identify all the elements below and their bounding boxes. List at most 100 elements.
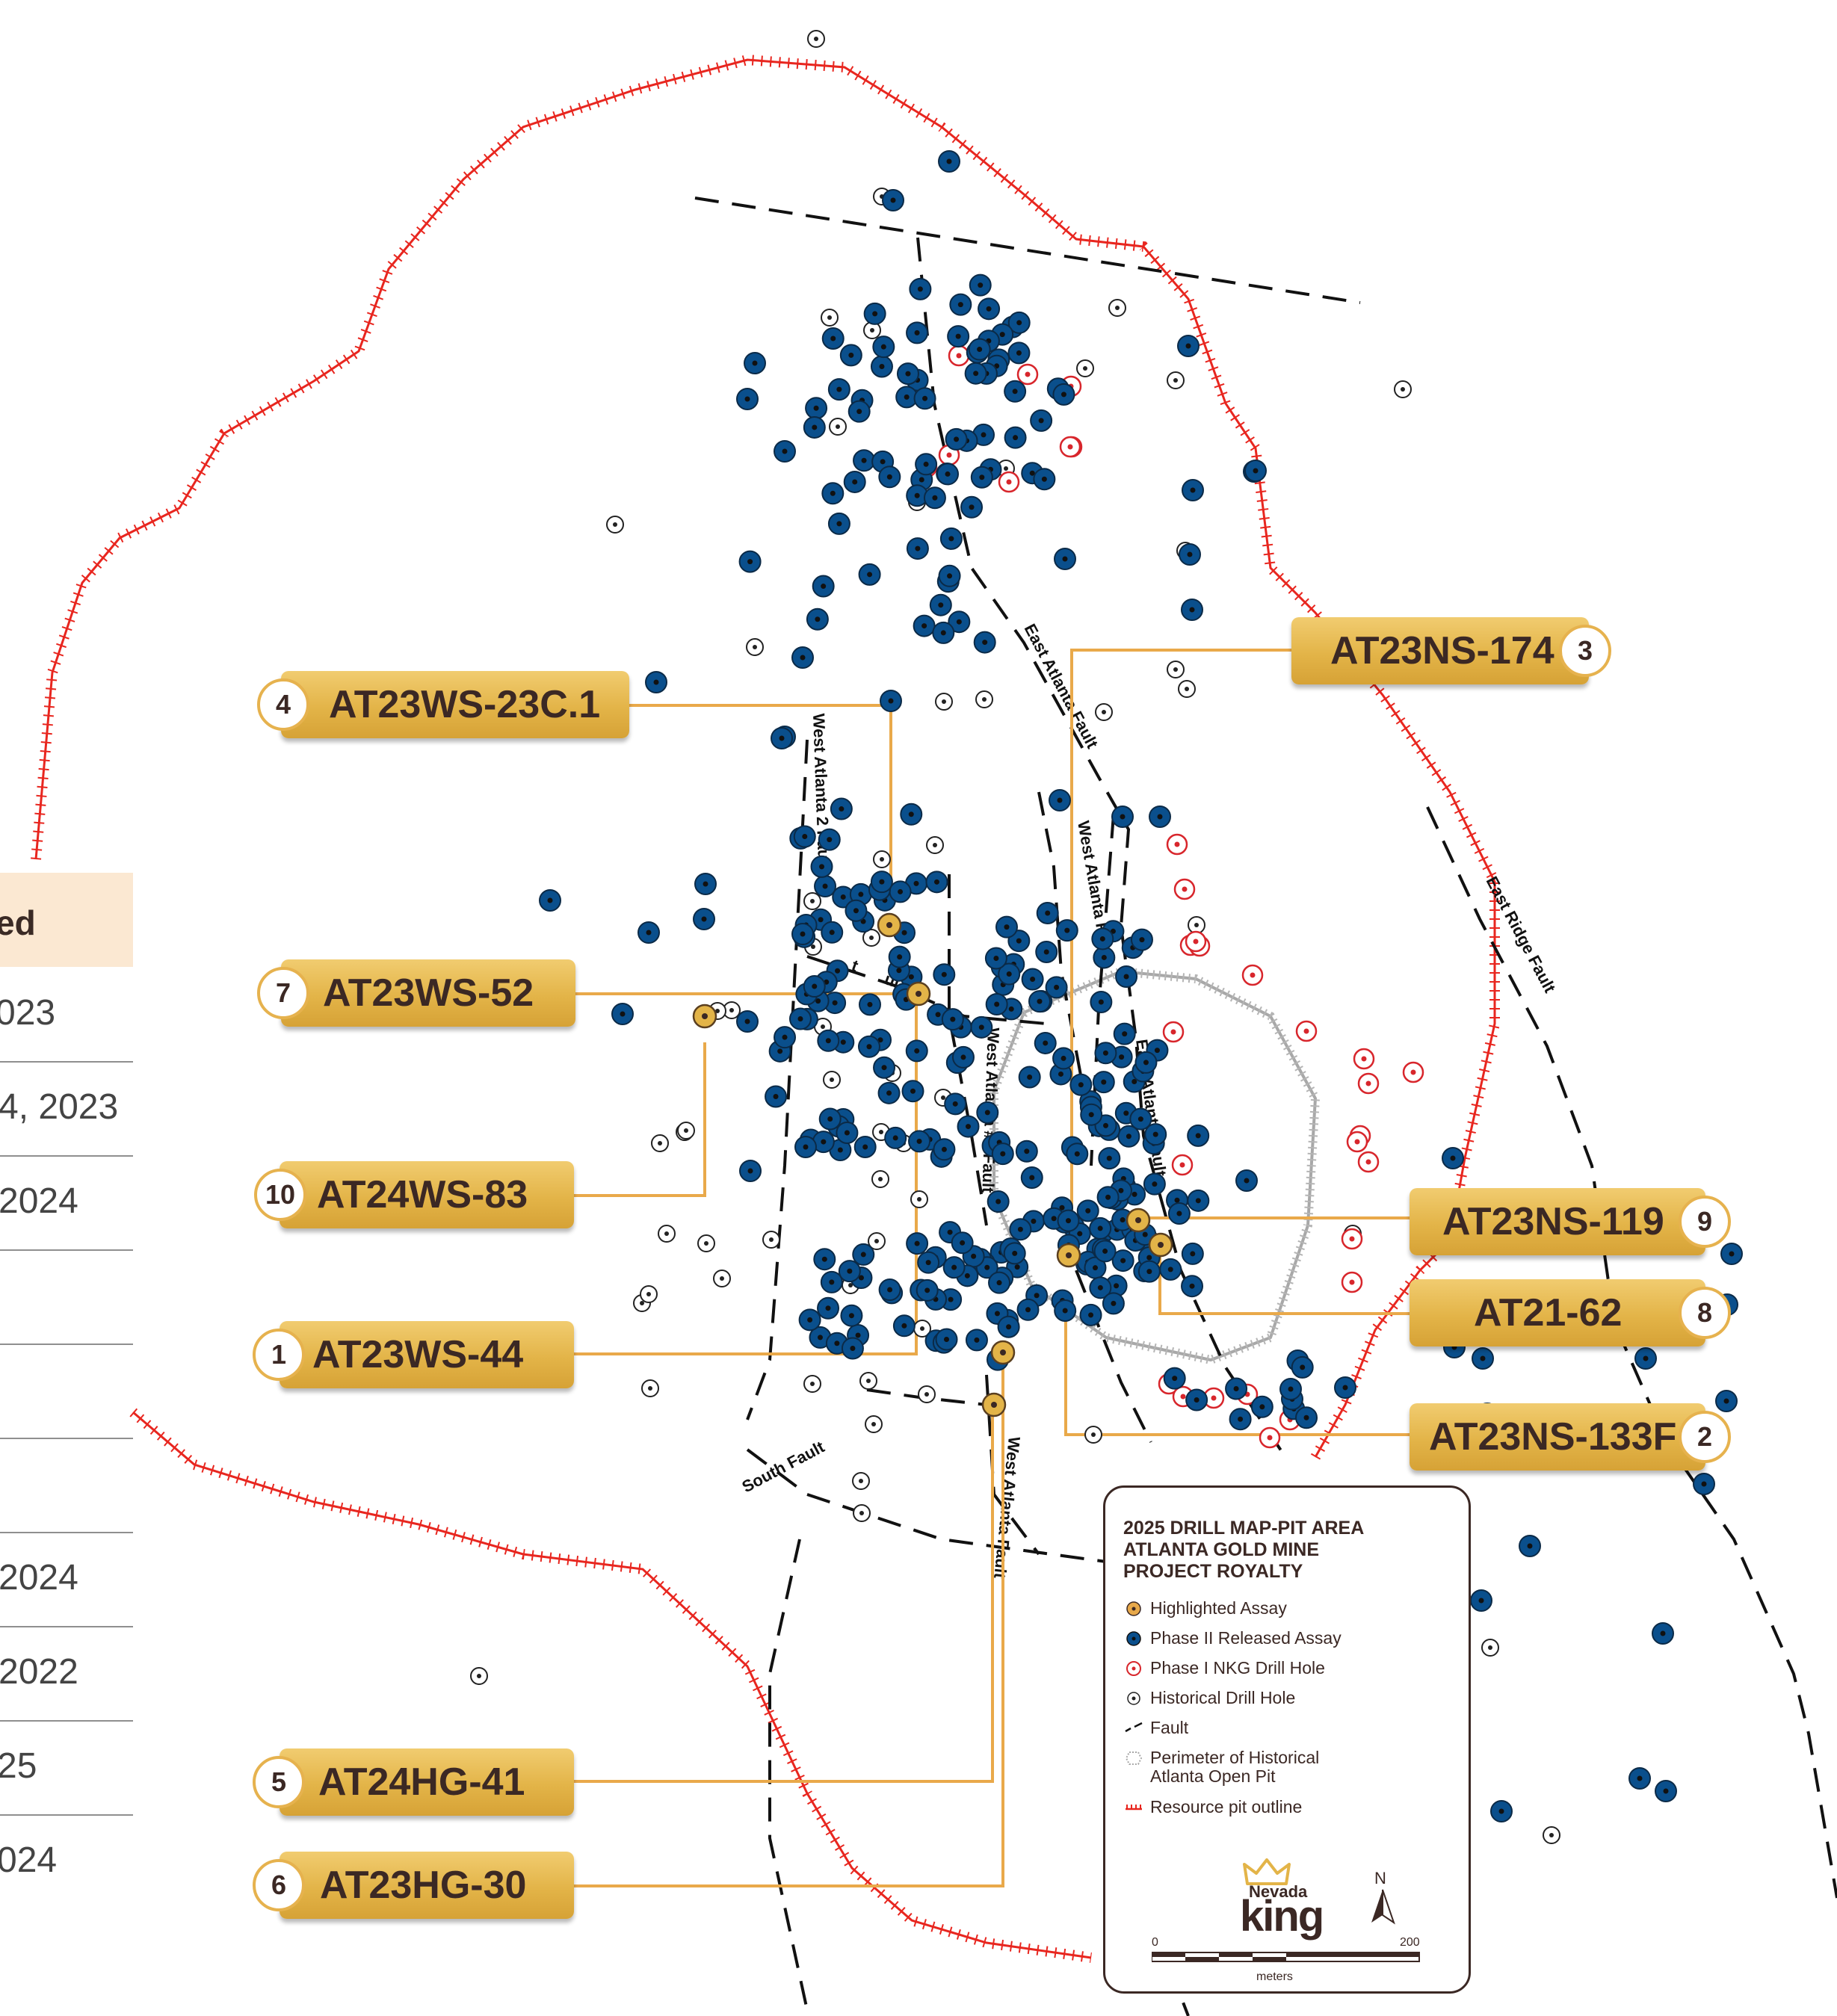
phase2-drill-hole xyxy=(878,1278,901,1302)
phase2-drill-hole xyxy=(913,387,936,410)
phase2-drill-hole xyxy=(1655,1780,1677,1802)
phase2-drill-hole xyxy=(765,1085,788,1108)
phase2-drill-hole xyxy=(841,1337,864,1360)
phase2-drill-hole xyxy=(852,1243,875,1266)
callout-at24ws-83[interactable]: AT24WS-83 xyxy=(280,1161,574,1228)
callout-label: AT23NS-133F xyxy=(1429,1415,1677,1459)
phase2-drill-hole xyxy=(878,466,901,489)
historical-drill-hole xyxy=(926,836,944,854)
phase2-drill-hole xyxy=(998,962,1021,986)
phase2-drill-hole xyxy=(1720,1243,1743,1265)
historical-drill-hole xyxy=(975,690,993,708)
callout-at23ns-174[interactable]: AT23NS-174 xyxy=(1291,617,1589,684)
phase2-drill-hole xyxy=(803,975,826,998)
phase2-drill-hole xyxy=(1035,940,1058,963)
phase2-drill-hole xyxy=(1334,1376,1356,1399)
phase2-drill-hole xyxy=(818,828,841,851)
phase2-drill-hole xyxy=(845,899,868,922)
phase2-drill-hole xyxy=(817,1029,840,1052)
table-cell: 4, 2023 xyxy=(0,1087,119,1127)
legend-label: Resource pit outline xyxy=(1150,1797,1303,1816)
callout-label: AT23WS-23C.1 xyxy=(329,683,601,726)
historical-drill-hole xyxy=(871,1170,889,1188)
phase2-drill-hole xyxy=(1052,383,1075,406)
phase2-drill-hole xyxy=(870,871,893,894)
historical-drill-hole xyxy=(913,1320,931,1338)
callout-at23ws-23c1[interactable]: AT23WS-23C.1 xyxy=(281,671,629,738)
phase2-drill-hole xyxy=(1080,1103,1103,1126)
map-legend: 2025 DRILL MAP-PIT AREA ATLANTA GOLD MIN… xyxy=(1103,1485,1471,1994)
phase2-drill-hole xyxy=(1187,1189,1210,1212)
phase2-drill-hole xyxy=(1003,1242,1026,1265)
phase2-drill-hole xyxy=(906,321,929,344)
phase2-drill-hole xyxy=(942,1256,966,1279)
callout-at23ns-133f[interactable]: AT23NS-133F xyxy=(1410,1403,1705,1471)
phase1-drill-hole-icon xyxy=(1126,1661,1141,1676)
phase2-drill-hole xyxy=(1137,1260,1161,1283)
phase2-drill-hole xyxy=(1181,1275,1204,1298)
north-label: N xyxy=(1374,1869,1386,1887)
phase2-drill-hole xyxy=(821,482,845,505)
phase2-drill-hole xyxy=(951,1231,974,1255)
table-row xyxy=(0,1344,133,1439)
phase2-drill-hole xyxy=(812,575,835,598)
historical-drill-hole xyxy=(852,1472,870,1490)
phase2-drill-hole xyxy=(1117,1125,1140,1148)
phase2-drill-hole xyxy=(1096,1186,1120,1209)
table-row: 25 xyxy=(0,1720,133,1816)
phase2-drill-hole xyxy=(957,1115,980,1138)
phase2-drill-hole xyxy=(938,564,961,587)
callout-at21-62[interactable]: AT21-62 xyxy=(1410,1279,1705,1346)
callout-at23ws-52[interactable]: AT23WS-52 xyxy=(281,959,575,1027)
phase2-drill-hole xyxy=(1143,1172,1166,1196)
historical-drill-hole xyxy=(1481,1639,1499,1657)
callout-label: AT23WS-52 xyxy=(323,971,534,1015)
callout-number-badge: 6 xyxy=(253,1859,305,1911)
fault-label-east-atlanta: East Atlanta Fault xyxy=(1021,621,1102,752)
phase2-drill-hole xyxy=(965,1329,988,1352)
callout-label: AT23NS-174 xyxy=(1330,629,1554,672)
table-row: 2024 xyxy=(0,1155,133,1251)
legend-title-line-3: PROJECT ROYALTY xyxy=(1123,1561,1303,1582)
callout-number-badge: 3 xyxy=(1559,625,1611,677)
callout-at23ns-119[interactable]: AT23NS-119 xyxy=(1410,1188,1705,1255)
phase2-drill-hole xyxy=(1225,1377,1248,1400)
phase2-released-assays xyxy=(539,150,1743,1822)
phase2-drill-hole xyxy=(906,537,929,560)
callout-number-badge: 5 xyxy=(253,1756,305,1808)
callout-at24hg-41[interactable]: AT24HG-41 xyxy=(280,1748,574,1816)
phase2-drill-hole xyxy=(858,993,881,1016)
phase2-drill-hole xyxy=(1007,341,1031,365)
table-row: 023 xyxy=(0,967,133,1063)
phase2-drill-hole xyxy=(917,1251,940,1274)
callout-at23ws-44[interactable]: AT23WS-44 xyxy=(280,1321,574,1388)
phase2-drill-hole xyxy=(739,1160,762,1182)
phase1-drill-hole xyxy=(1357,1072,1380,1095)
phase2-drill-hole xyxy=(1291,1355,1314,1379)
legend-label: Atlanta Open Pit xyxy=(1150,1766,1276,1786)
phase2-drill-hole xyxy=(1089,1276,1112,1299)
historical-drill-hole xyxy=(651,1134,669,1152)
phase2-drill-hole xyxy=(1030,409,1053,432)
phase2-drill-hole xyxy=(949,293,972,316)
historical-drill-hole xyxy=(1394,380,1412,398)
callout-at23hg-30[interactable]: AT23HG-30 xyxy=(280,1852,574,1919)
phase2-drill-hole xyxy=(945,427,968,451)
phase2-drill-hole xyxy=(901,1080,924,1103)
callout-number-badge: 8 xyxy=(1679,1287,1731,1339)
phase2-drill-hole xyxy=(1015,1140,1038,1163)
phase2-drill-hole xyxy=(1102,1292,1125,1315)
phase2-drill-hole xyxy=(1090,991,1113,1014)
phase2-drill-hole xyxy=(843,470,866,493)
phase2-drill-hole xyxy=(863,302,886,325)
phase2-drill-hole xyxy=(877,1081,901,1104)
phase2-drill-hole xyxy=(872,336,895,359)
phase2-drill-hole xyxy=(637,921,660,944)
resource-pit-outline-south-ticks xyxy=(129,1408,1092,1963)
phase2-drill-hole xyxy=(738,550,762,573)
phase2-drill-hole xyxy=(933,963,956,986)
historical-drill-hole xyxy=(606,516,624,534)
phase2-drill-hole xyxy=(915,453,938,476)
phase2-drill-hole xyxy=(1052,1047,1075,1070)
phase1-drill-hole xyxy=(1185,930,1207,953)
